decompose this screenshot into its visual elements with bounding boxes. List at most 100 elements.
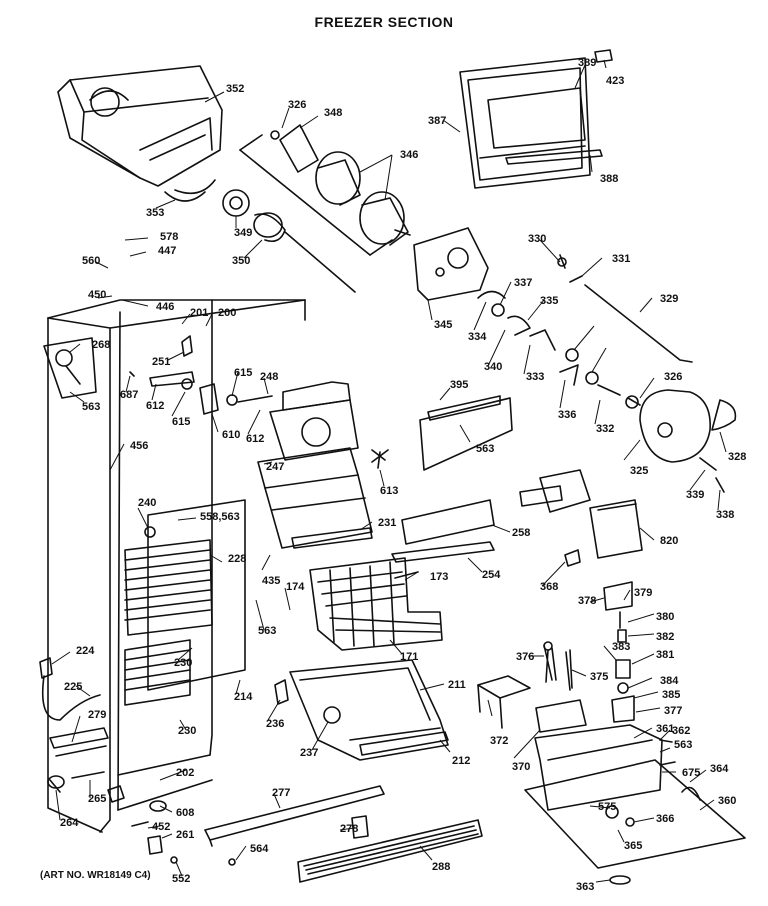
auger-parts (222, 134, 393, 293)
part-label: 338 (716, 509, 734, 521)
part-label: 339 (686, 489, 704, 501)
part-label: 452 (152, 821, 170, 833)
part-label: 326 (288, 99, 306, 111)
part-label: 575 (598, 801, 616, 813)
part-label: 382 (656, 631, 674, 643)
part-label: 348 (324, 107, 342, 119)
relay-cover (477, 675, 587, 733)
part-label: 214 (234, 691, 253, 703)
part-label: 361 (656, 723, 674, 735)
part-label: 329 (660, 293, 678, 305)
part-label: 612 (246, 433, 264, 445)
part-label: 363 (576, 881, 594, 893)
part-label: 385 (662, 689, 680, 701)
part-label: 230 (174, 657, 192, 669)
part-label: 366 (656, 813, 674, 825)
dispenser-door-parts (459, 49, 613, 189)
part-label: 265 (88, 793, 106, 805)
part-label: 612 (146, 400, 164, 412)
part-label: 384 (660, 675, 679, 687)
part-label: 615 (234, 367, 252, 379)
part-label: 331 (612, 253, 630, 265)
part-label: 563 (476, 443, 494, 455)
part-number-labels: 3523263483463873894233883533493505784475… (60, 57, 746, 893)
part-label: 264 (60, 817, 79, 829)
art-number: (ART NO. WR18149 C4) (40, 870, 151, 881)
part-label: 211 (448, 679, 466, 691)
part-label: 349 (234, 227, 252, 239)
part-label: 552 (172, 873, 190, 885)
part-label: 268 (92, 339, 110, 351)
part-label: 251 (152, 356, 170, 368)
part-label: 360 (718, 795, 736, 807)
part-label: 446 (156, 301, 174, 313)
part-label: 228 (228, 553, 246, 565)
ice-storage-pan (274, 659, 449, 761)
drawer-rail (204, 785, 385, 866)
part-label: 330 (528, 233, 546, 245)
lower-small-parts (47, 771, 178, 864)
part-label: 389 (578, 57, 596, 69)
part-label: 171 (400, 651, 418, 663)
part-label: 564 (250, 843, 269, 855)
part-label: 202 (176, 767, 194, 779)
part-label: 326 (664, 371, 682, 383)
part-label: 613 (380, 485, 398, 497)
part-label: 563 (258, 625, 276, 637)
part-label: 334 (468, 331, 487, 343)
part-label: 332 (596, 423, 614, 435)
part-label: 258 (512, 527, 530, 539)
dispenser-linkage-parts (477, 254, 693, 396)
part-label: 578 (160, 231, 178, 243)
drain-heater (39, 657, 109, 757)
part-label: 333 (526, 371, 544, 383)
shelf-trim-parts (291, 499, 495, 563)
part-label: 380 (656, 611, 674, 623)
part-label: 231 (378, 517, 396, 529)
part-label: 383 (612, 641, 630, 653)
part-label: 261 (176, 829, 194, 841)
part-label: 563 (82, 401, 100, 413)
evaporator-coil (124, 499, 246, 706)
part-label: 350 (232, 255, 250, 267)
part-label: 423 (606, 75, 624, 87)
part-label: 560 (82, 255, 100, 267)
part-label: 240 (138, 497, 156, 509)
base-grille (297, 819, 483, 883)
part-label: 558,563 (200, 511, 240, 523)
part-label: 352 (226, 83, 244, 95)
part-label: 337 (514, 277, 532, 289)
part-label: 346 (400, 149, 418, 161)
ice-crusher-parts (270, 124, 411, 246)
part-label: 237 (300, 747, 318, 759)
part-label: 325 (630, 465, 648, 477)
part-label: 447 (158, 245, 176, 257)
part-label: 279 (88, 709, 106, 721)
machine-compartment (524, 724, 746, 885)
part-label: 345 (434, 319, 452, 331)
wiring-harness (543, 641, 573, 691)
part-label: 328 (728, 451, 746, 463)
diagram-title: FREEZER SECTION (314, 14, 454, 30)
part-label: 435 (262, 575, 280, 587)
part-label: 201 (190, 307, 208, 319)
part-label: 370 (512, 761, 530, 773)
part-label: 200 (218, 307, 236, 319)
part-label: 247 (266, 461, 284, 473)
part-label: 224 (76, 645, 95, 657)
part-label: 364 (710, 763, 729, 775)
part-label: 675 (682, 767, 700, 779)
part-label: 277 (272, 787, 290, 799)
part-label: 248 (260, 371, 278, 383)
part-label: 387 (428, 115, 446, 127)
part-label: 687 (120, 389, 138, 401)
freezer-liner-frame (47, 299, 306, 833)
part-label: 340 (484, 361, 502, 373)
part-label: 610 (222, 429, 240, 441)
ice-dispenser-motor (625, 389, 737, 493)
part-label: 379 (634, 587, 652, 599)
part-label: 173 (430, 571, 448, 583)
fan-shroud (257, 381, 389, 549)
part-label: 456 (130, 440, 148, 452)
